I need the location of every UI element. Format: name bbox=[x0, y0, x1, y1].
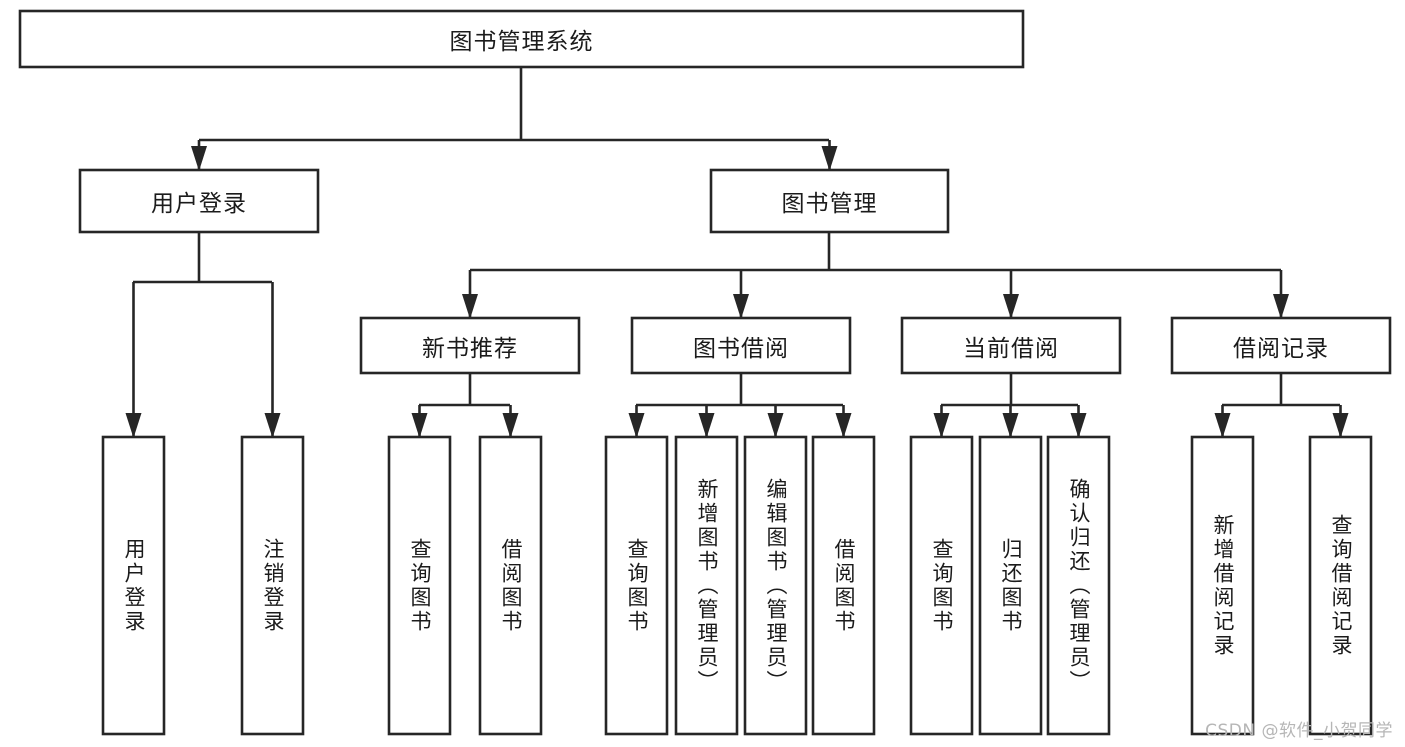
node-box-leaf-borrow-book-1[interactable] bbox=[478, 435, 543, 736]
connector-rail-user-login bbox=[133, 232, 272, 284]
node-box-leaf-query-book-2[interactable] bbox=[604, 435, 669, 736]
node-box-leaf-confirm-return[interactable] bbox=[1046, 435, 1111, 736]
connector-rail-root bbox=[199, 67, 829, 142]
edge-book-borrow-to-leaf-borrow-book-2 bbox=[835, 405, 852, 438]
edge-book-borrow-to-leaf-edit-book bbox=[767, 405, 784, 438]
edge-book-management-to-book-borrow bbox=[733, 270, 749, 319]
edge-book-management-to-current-borrow bbox=[1003, 270, 1019, 319]
edge-current-borrow-to-leaf-confirm-return bbox=[1070, 405, 1087, 438]
node-layer bbox=[18, 9, 1392, 736]
edge-current-borrow-to-leaf-query-book-3 bbox=[933, 405, 950, 438]
node-box-borrow-record[interactable] bbox=[1170, 316, 1392, 375]
node-box-user-login[interactable] bbox=[78, 168, 320, 234]
edge-new-book-recommend-to-leaf-query-book-1 bbox=[411, 405, 428, 438]
edge-user-login-to-leaf-user-login bbox=[125, 282, 142, 438]
connector-rail-borrow-record bbox=[1222, 373, 1340, 407]
node-box-leaf-query-book-1[interactable] bbox=[387, 435, 452, 736]
edge-book-borrow-to-leaf-query-book-2 bbox=[628, 405, 645, 438]
node-box-book-borrow[interactable] bbox=[630, 316, 852, 375]
node-box-leaf-return-book[interactable] bbox=[978, 435, 1043, 736]
edge-borrow-record-to-leaf-add-record bbox=[1214, 405, 1231, 438]
connector-rail-book-borrow bbox=[636, 373, 843, 407]
node-box-current-borrow[interactable] bbox=[900, 316, 1122, 375]
edge-borrow-record-to-leaf-query-record bbox=[1332, 405, 1349, 438]
watermark: CSDN @软件_小贺同学 bbox=[1205, 721, 1393, 741]
edge-book-management-to-new-book-recommend bbox=[462, 270, 478, 319]
edge-user-login-to-leaf-user-logout bbox=[264, 282, 281, 438]
node-box-leaf-query-record[interactable] bbox=[1308, 435, 1373, 736]
edge-new-book-recommend-to-leaf-borrow-book-1 bbox=[502, 405, 519, 438]
node-box-new-book-recommend[interactable] bbox=[359, 316, 581, 375]
node-box-leaf-add-record[interactable] bbox=[1190, 435, 1255, 736]
connector-rail-new-book bbox=[419, 373, 510, 407]
edge-current-borrow-to-leaf-return-book bbox=[1002, 405, 1019, 438]
edge-root-to-user-login bbox=[191, 140, 207, 171]
edge-root-to-book-management bbox=[821, 140, 838, 171]
node-box-leaf-user-logout[interactable] bbox=[240, 435, 305, 736]
node-box-leaf-query-book-3[interactable] bbox=[909, 435, 974, 736]
node-box-leaf-borrow-book-2[interactable] bbox=[811, 435, 876, 736]
connector-rail-current-borrow bbox=[941, 373, 1078, 407]
node-box-root[interactable] bbox=[18, 9, 1025, 69]
connector-rail-book-management bbox=[470, 232, 1281, 272]
connector-layer bbox=[125, 67, 1349, 438]
node-box-leaf-add-book[interactable] bbox=[674, 435, 739, 736]
node-box-leaf-user-login[interactable] bbox=[101, 435, 166, 736]
node-box-book-management[interactable] bbox=[709, 168, 950, 234]
node-box-leaf-edit-book[interactable] bbox=[743, 435, 808, 736]
edge-book-management-to-borrow-record bbox=[1273, 270, 1289, 319]
edge-book-borrow-to-leaf-add-book bbox=[698, 405, 715, 438]
